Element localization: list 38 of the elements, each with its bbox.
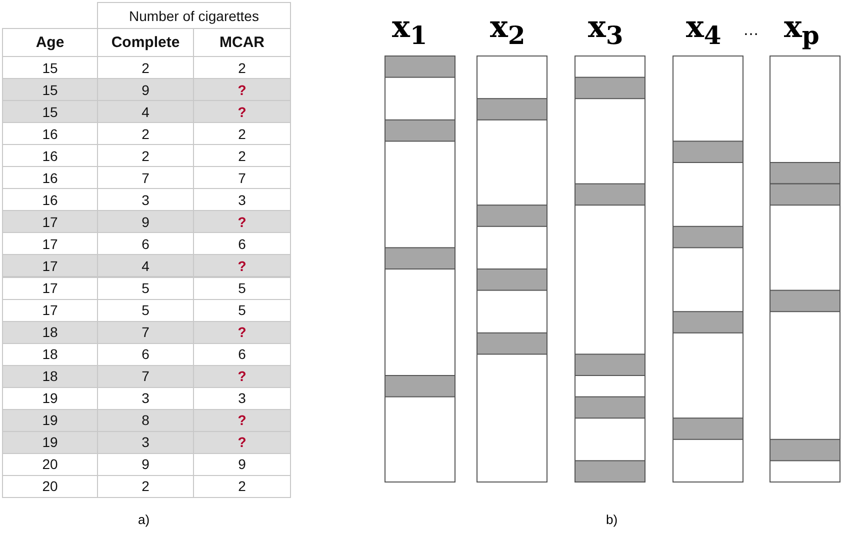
table-cell: 9 xyxy=(97,210,194,234)
table-cell: 4 xyxy=(97,254,194,278)
table-cell: 7 xyxy=(97,320,194,344)
table-cell: 17 xyxy=(2,210,98,234)
table-cell: 8 xyxy=(97,408,194,432)
table-cell: 2 xyxy=(193,474,291,498)
table-cell: ? xyxy=(193,100,291,124)
table-header-cell: Age xyxy=(2,28,98,57)
panel-label: b) xyxy=(606,512,618,527)
variable-label: x$_{2}$ xyxy=(490,9,526,52)
variable-label: x$_{4}$ xyxy=(686,9,722,52)
table-cell: 17 xyxy=(2,254,98,278)
table-cell: 18 xyxy=(2,364,98,388)
table-cell: 9 xyxy=(97,78,194,102)
table-cell: 15 xyxy=(2,100,98,124)
variable-label: x$_{1}$ xyxy=(392,9,428,52)
table-cell: ? xyxy=(193,430,291,454)
table-cell: 15 xyxy=(2,78,98,102)
table-cell: ? xyxy=(193,364,291,388)
table-cell: ? xyxy=(193,210,291,234)
table-cell: 18 xyxy=(2,320,98,344)
table-cell: 4 xyxy=(97,100,194,124)
ellipsis: … xyxy=(743,22,759,40)
variable-label: x$_{p}$ xyxy=(784,9,820,52)
table-cell: 19 xyxy=(2,408,98,432)
table-cell: 19 xyxy=(2,430,98,454)
table-cell: 5 xyxy=(193,276,291,300)
table-cell: ? xyxy=(193,254,291,278)
table-cell: 7 xyxy=(97,364,194,388)
panel-label: a) xyxy=(138,512,150,527)
table-cell: ? xyxy=(193,408,291,432)
table-cell: ? xyxy=(193,320,291,344)
table-cell: 17 xyxy=(2,276,98,300)
table-cell: 20 xyxy=(2,474,98,498)
table-cell: ? xyxy=(193,78,291,102)
table-cell: 3 xyxy=(97,430,194,454)
table-header-cell: Number of cigarettes xyxy=(97,2,291,29)
variable-label: x$_{3}$ xyxy=(588,9,624,52)
